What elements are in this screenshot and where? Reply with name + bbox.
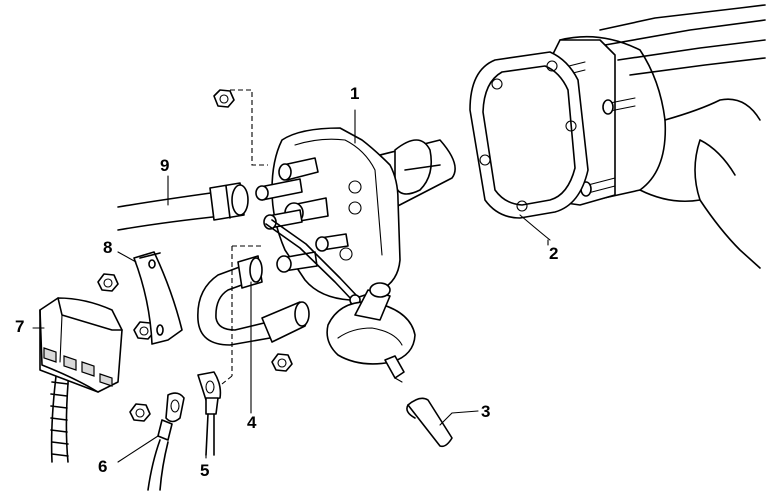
callout-2: 2	[549, 244, 559, 263]
terminal	[197, 371, 222, 456]
valve-body	[255, 127, 456, 306]
vacuum-actuator	[326, 282, 416, 383]
leader-lines	[32, 109, 549, 463]
callout-6: 6	[98, 457, 108, 476]
vacuum-hose	[406, 397, 453, 448]
callout-7: 7	[15, 317, 25, 336]
coolant-hose-upper	[117, 182, 249, 231]
ground-terminal	[147, 392, 185, 491]
callout-3: 3	[481, 402, 491, 421]
callout-8: 8	[103, 238, 113, 257]
callout-1: 1	[350, 84, 360, 103]
connector	[39, 297, 123, 463]
callout-5: 5	[200, 461, 210, 480]
alignment-lines	[221, 89, 268, 385]
callout-9: 9	[160, 156, 170, 175]
bracket	[133, 251, 183, 345]
nuts	[97, 89, 293, 422]
gasket	[469, 51, 589, 241]
callout-4: 4	[247, 413, 257, 432]
coolant-hose-loop	[197, 255, 310, 346]
